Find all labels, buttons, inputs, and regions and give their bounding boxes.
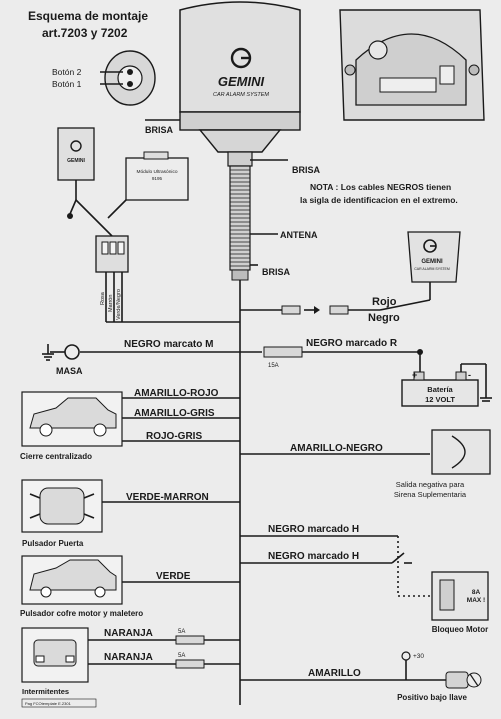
aux-siren-label-1: Salida negativa para (396, 480, 465, 489)
hood-label: Pulsador cofre motor y maletero (20, 609, 143, 618)
engine-block-rating-2: MAX ! (467, 597, 485, 604)
siren-brand: GEMINI (421, 259, 443, 265)
door-wire: VERDE-MARRON (126, 492, 209, 503)
door-label: Pulsador Puerta (22, 539, 84, 548)
battery-plus: + (412, 370, 417, 380)
central-lock-wire-3: ROJO-GRIS (146, 431, 202, 442)
note-line-2: la sigla de identificacion en el extremo… (300, 195, 458, 205)
indicator-fuse-1: 5A (178, 629, 185, 635)
antenna-label: ANTENA (280, 230, 318, 240)
connector-wire-verde-negro: Verde/Negro (116, 289, 122, 320)
engine-block-rating-1: 8A (472, 589, 481, 596)
indicator-wire-2: NARANJA (104, 652, 153, 663)
remote-control (100, 50, 156, 106)
central-lock-wire-1: AMARILLO-ROJO (134, 388, 219, 399)
battery-minus: - (468, 370, 471, 380)
aux-siren (240, 429, 491, 475)
ground-label: MASA (56, 366, 83, 376)
remote-button-2-label: Botón 2 (52, 67, 82, 77)
engine-block-relay (431, 571, 489, 621)
connector-wire-marron: Marrón (108, 295, 114, 312)
diagram-title: Esquema de montaje (28, 9, 148, 23)
note-line-1: NOTA : Los cables NEGROS tienen (310, 182, 451, 192)
ground-wire-label: NEGRO marcato M (124, 339, 213, 350)
ultrasonic-code: 9195 (152, 176, 163, 181)
remote-button-1-label: Botón 1 (52, 79, 82, 89)
brisa-label-3: BRISA (262, 267, 291, 277)
indicator-wire-1: NARANJA (104, 628, 153, 639)
door-switch-car (21, 479, 240, 533)
siren-wire-rojo: Rojo (372, 296, 397, 308)
battery (401, 363, 492, 407)
indicator-fuse-2: 5A (178, 653, 185, 659)
siren (379, 231, 461, 311)
connector-wire-rosa: Rosa (100, 291, 106, 305)
engine-block-wiring (240, 535, 430, 597)
unit-brand: GEMINI (218, 74, 265, 89)
central-lock-car (21, 391, 240, 447)
central-lock-wire-2: AMARILLO-GRIS (134, 408, 215, 419)
central-lock-label: Cierre centralizado (20, 452, 92, 461)
cable-sleeve (229, 165, 251, 281)
battery-fuse-rating: 15A (268, 363, 279, 369)
siren-tagline: CAR ALARM SYSTEM (414, 267, 450, 271)
battery-voltage: 12 VOLT (425, 395, 455, 404)
ignition-terminal: +30 (413, 653, 424, 660)
receiver-module (57, 127, 95, 219)
h-wire-2: NEGRO marcado H (268, 551, 359, 562)
ignition-label: Positivo bajo llave (397, 693, 467, 702)
engine-block-label: Bloqueo Motor (432, 625, 488, 634)
ground-icon (42, 344, 54, 361)
gemini-logo-icon (230, 47, 252, 69)
indicators-car (21, 627, 240, 683)
hood-switch-car (21, 555, 240, 605)
hood-wire: VERDE (156, 571, 191, 582)
ultrasonic-label: Módulo Ultrasónico (136, 169, 177, 175)
battery-wire-label: NEGRO marcado R (306, 338, 398, 349)
h-wire-1: NEGRO marcado H (268, 524, 359, 535)
aux-siren-label-2: Sirena Suplementaria (394, 490, 467, 499)
control-unit (179, 1, 301, 167)
ignition-connection (240, 651, 482, 689)
battery-connection (240, 346, 423, 372)
ignition-wire: AMARILLO (308, 668, 361, 679)
receiver-brand: GEMINI (67, 158, 85, 164)
indicators-label: Intermitentes (22, 687, 69, 696)
ultrasonic-module (107, 151, 189, 219)
unit-housing-rear (339, 9, 485, 121)
aux-siren-wire: AMARILLO-NEGRO (290, 443, 383, 454)
ignition-key-icon (445, 671, 482, 689)
siren-wire-connector (240, 305, 380, 315)
siren-wire-negro: Negro (368, 312, 400, 324)
connector-block (75, 199, 240, 323)
brisa-label-1: BRISA (145, 125, 174, 135)
unit-tagline: CAR ALARM SYSTEM (213, 92, 269, 98)
diagram-subtitle: art.7203 y 7202 (42, 26, 128, 40)
footer-code: Pag FCOtemplate E.2301 (25, 701, 72, 706)
battery-label: Batería (427, 385, 453, 394)
brisa-label-2: BRISA (292, 165, 321, 175)
ground-connection (42, 344, 240, 361)
